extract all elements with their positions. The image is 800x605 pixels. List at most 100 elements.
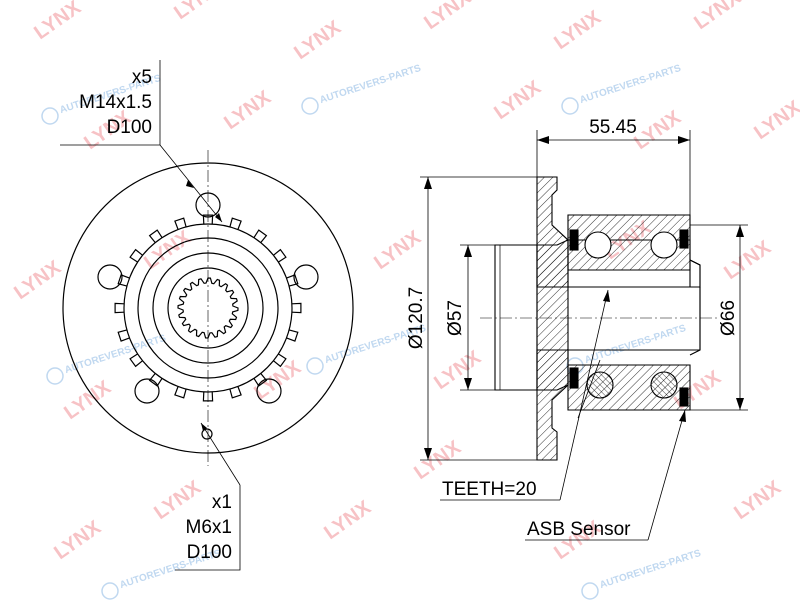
bolt-circle-label: D100 — [107, 117, 152, 138]
bolt-hole — [134, 378, 160, 404]
tone-tooth — [129, 248, 143, 263]
bolt-thread-label: M14x1.5 — [79, 92, 152, 113]
brand-watermark: LYNX — [490, 76, 545, 124]
tone-tooth — [117, 329, 130, 342]
upper-ball-left — [584, 231, 612, 259]
bolt-hole — [293, 264, 319, 290]
section-view-labels: 55.45 Ø120.7 Ø57 Ø66 TEETH=20 ASB Sensor — [406, 117, 739, 540]
brand-watermark: LYNX — [730, 476, 785, 524]
sensor-pointer — [577, 359, 601, 419]
brand-watermark: LYNX — [60, 376, 115, 424]
tone-tooth — [117, 274, 130, 287]
site-logo-icon — [46, 367, 64, 385]
site-logo-icon — [581, 582, 599, 600]
dim-arrow — [736, 225, 744, 237]
site-watermark: AUTOREVERS-PARTS — [318, 63, 422, 106]
lower-ball-left — [586, 371, 614, 399]
brand-watermark: LYNX — [370, 226, 425, 274]
sensor-leader-diagonal — [647, 409, 686, 541]
brand-watermark: LYNX — [50, 516, 105, 564]
lower-seal-right — [679, 387, 689, 407]
flange-section — [536, 176, 569, 461]
pilot-dia-label: Ø57 — [445, 300, 466, 336]
bolt-arrow — [215, 213, 222, 222]
screw-leader-line — [175, 485, 241, 571]
site-watermark: AUTOREVERS-PARTS — [598, 548, 702, 591]
brand-watermark: LYNX — [30, 0, 85, 44]
brand-watermark: LYNX — [750, 96, 800, 144]
upper-seal-left — [569, 229, 579, 251]
tone-tooth — [174, 386, 187, 399]
brand-watermark: LYNX — [720, 236, 775, 284]
section-view — [480, 176, 720, 461]
brand-watermark: LYNX — [420, 0, 475, 34]
site-logo-icon — [41, 107, 59, 125]
screw-thread-label: M6x1 — [186, 517, 232, 538]
brand-watermark: LYNX — [630, 106, 685, 154]
lower-hub-section — [536, 349, 569, 391]
bolt-hole — [97, 264, 123, 290]
lower-ball-right — [650, 371, 678, 399]
sensor-label: ASB Sensor — [527, 519, 631, 540]
upper-hub-section — [536, 239, 569, 288]
dimensions — [420, 130, 748, 541]
screw-arrow — [201, 423, 207, 431]
dim-arrow — [678, 136, 690, 144]
teeth-arrow — [603, 290, 610, 302]
upper-ball-right — [650, 231, 678, 259]
dim-arrow — [424, 177, 432, 189]
brand-watermark: LYNX — [690, 0, 745, 34]
spline-outline — [177, 277, 239, 339]
screw-leader-diagonal — [200, 422, 241, 486]
tone-tooth — [148, 373, 163, 387]
site-logo-icon — [301, 97, 319, 115]
tone-tooth — [253, 373, 268, 387]
tone-tooth — [114, 302, 125, 314]
tone-ring-teeth — [114, 214, 302, 402]
site-watermark: AUTOREVERS-PARTS — [63, 333, 167, 376]
site-logo-icon — [101, 582, 119, 600]
hub-end — [689, 259, 701, 356]
bearing-dia-label: Ø66 — [718, 300, 739, 336]
tone-tooth — [229, 386, 242, 399]
dim-arrow — [464, 378, 472, 390]
flange-dia-label: Ø120.7 — [406, 287, 427, 349]
brand-watermark: LYNX — [430, 346, 485, 394]
screw-hole — [201, 428, 213, 440]
brand-watermark: LYNX — [290, 16, 345, 64]
site-logo-icon — [306, 357, 324, 375]
tone-tooth — [229, 217, 242, 230]
tone-tooth — [273, 353, 287, 368]
tone-tooth — [286, 329, 299, 342]
teeth-leader-diagonal — [559, 289, 609, 501]
brand-watermark: LYNX — [170, 0, 225, 24]
dim-arrow — [424, 448, 432, 460]
dim-arrow — [537, 136, 549, 144]
pilot-outline — [494, 244, 538, 391]
brand-watermark: LYNX — [220, 86, 275, 134]
bore-circle — [167, 267, 249, 349]
teeth-label: TEETH=20 — [442, 479, 537, 500]
dim-arrow — [736, 398, 744, 410]
site-logo-icon — [561, 97, 579, 115]
screw-count-label: x1 — [212, 492, 232, 513]
width-dim-label: 55.45 — [589, 117, 637, 138]
tone-tooth — [253, 229, 268, 243]
tone-tooth — [148, 229, 163, 243]
brand-watermark: LYNX — [10, 256, 65, 304]
tone-tooth — [174, 217, 187, 230]
tone-tooth — [291, 302, 302, 314]
brand-watermark: LYNX — [320, 496, 375, 544]
front-view — [60, 60, 354, 571]
lower-seal-left — [569, 367, 579, 389]
screw-circle-label: D100 — [187, 542, 232, 563]
tone-tooth — [129, 353, 143, 368]
bolt-leader-diagonal — [159, 144, 223, 223]
site-watermark: AUTOREVERS-PARTS — [578, 63, 682, 106]
bolt-count-label: x5 — [132, 67, 152, 88]
tone-tooth — [286, 274, 299, 287]
upper-seal-right — [679, 229, 689, 249]
bolt-arrow — [186, 180, 194, 188]
